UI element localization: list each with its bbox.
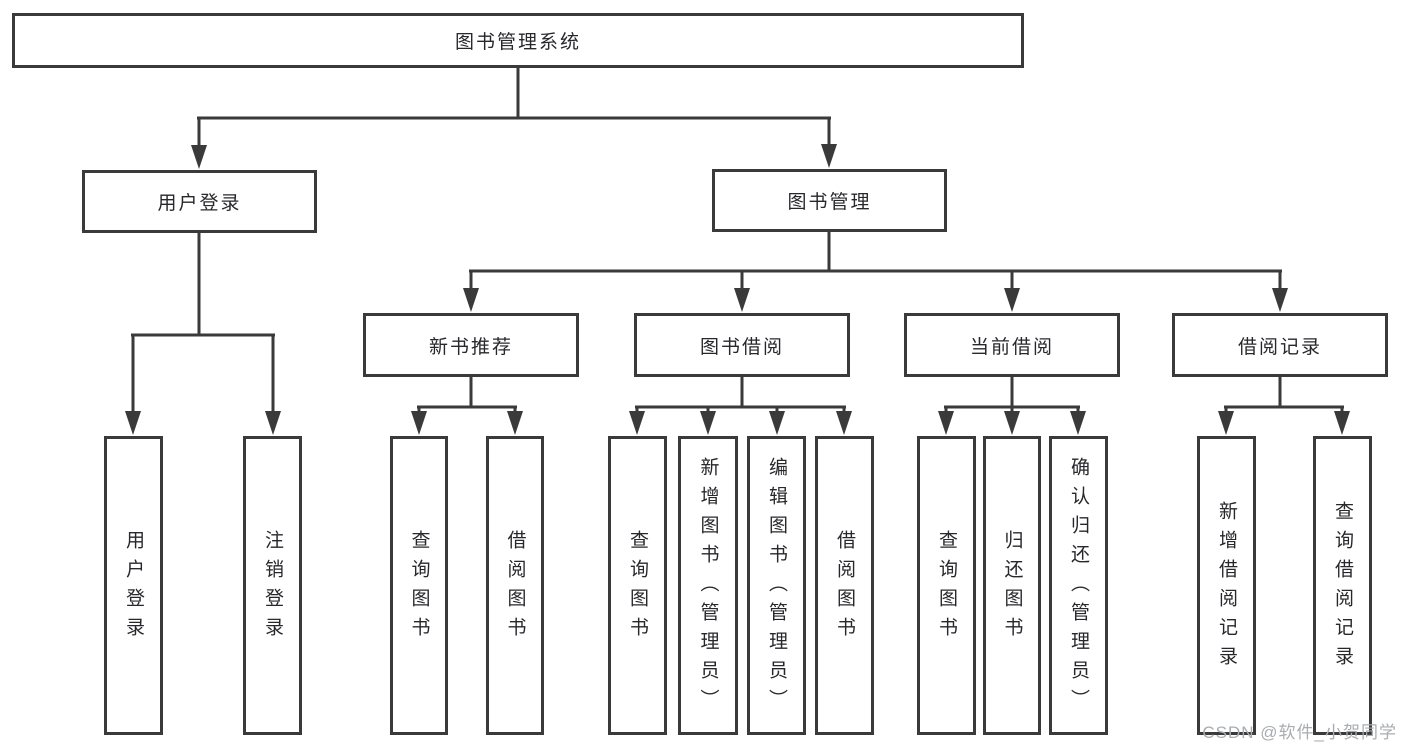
arrowhead-icon — [1218, 411, 1234, 435]
arrowhead-icon — [836, 411, 852, 435]
arrowhead-icon — [1272, 288, 1288, 312]
arrowhead-icon — [411, 411, 427, 435]
node-book-management: 图书管理 — [712, 169, 947, 232]
node-query-books-borrow: 查询图书 — [608, 436, 667, 735]
node-query-borrow-record: 查询借阅记录 — [1313, 436, 1372, 735]
node-new-book-recommend: 新书推荐 — [363, 313, 579, 377]
node-add-borrow-record: 新增借阅记录 — [1197, 436, 1256, 735]
arrowhead-icon — [938, 411, 954, 435]
arrowhead-icon — [821, 144, 837, 168]
arrowhead-icon — [700, 411, 716, 435]
node-borrow-books-leaf: 借阅图书 — [815, 436, 874, 735]
node-logout-leaf: 注销登录 — [243, 436, 302, 735]
node-query-books-current: 查询图书 — [917, 436, 976, 735]
arrowhead-icon — [1004, 288, 1020, 312]
node-confirm-return-admin: 确认归还（管理员） — [1049, 436, 1108, 735]
arrowhead-icon — [463, 288, 479, 312]
node-book-borrow: 图书借阅 — [634, 313, 850, 377]
arrowhead-icon — [507, 411, 523, 435]
arrowhead-icon — [769, 411, 785, 435]
arrowhead-icon — [191, 145, 207, 169]
node-borrow-books-recommend: 借阅图书 — [486, 436, 544, 735]
node-user-login: 用户登录 — [82, 170, 317, 233]
node-query-books-recommend: 查询图书 — [390, 436, 448, 735]
arrowhead-icon — [629, 411, 645, 435]
node-current-borrow: 当前借阅 — [904, 313, 1120, 377]
arrowhead-icon — [1334, 411, 1350, 435]
arrowhead-icon — [125, 411, 141, 435]
node-return-book: 归还图书 — [983, 436, 1041, 735]
arrowhead-icon — [265, 411, 281, 435]
arrowhead-icon — [1004, 411, 1020, 435]
node-borrow-records: 借阅记录 — [1172, 313, 1388, 377]
node-book-management-system: 图书管理系统 — [12, 13, 1024, 68]
node-edit-book-admin: 编辑图书（管理员） — [747, 436, 806, 735]
csdn-watermark: CSDN @软件_小贺同学 — [1202, 723, 1397, 742]
arrowhead-icon — [734, 288, 750, 312]
node-user-login-leaf: 用户登录 — [104, 436, 163, 735]
node-add-book-admin: 新增图书（管理员） — [678, 436, 738, 735]
arrowhead-icon — [1070, 411, 1086, 435]
